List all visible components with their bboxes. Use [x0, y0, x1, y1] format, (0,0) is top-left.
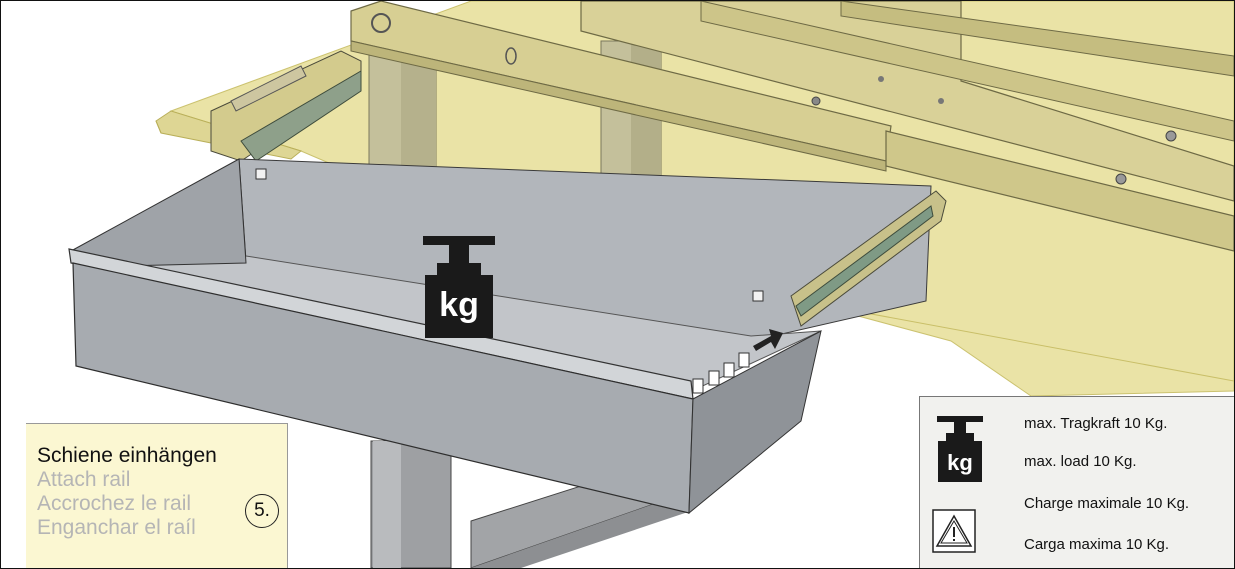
left-slide-rail: [210, 50, 362, 162]
spec-line-de: max. Tragkraft 10 Kg.: [1024, 415, 1168, 432]
small-weight-kg-icon: kg: [937, 416, 983, 482]
load-spec-panel: kg max. Tragkraft 10 Kg. max. load 10 Kg…: [919, 396, 1234, 568]
direction-arrow: [753, 329, 783, 351]
weight-kg-label: kg: [439, 286, 479, 324]
instruction-line-de: Schiene einhängen: [37, 444, 217, 467]
instruction-line-es: Enganchar el raíl: [37, 516, 196, 539]
spec-line-en: max. load 10 Kg.: [1024, 453, 1137, 470]
warning-triangle-icon: [932, 509, 976, 553]
weight-kg-icon: kg: [423, 236, 495, 338]
instruction-line-fr: Accrochez le rail: [37, 492, 192, 515]
frame-rails: [350, 1, 1234, 252]
spec-line-fr: Charge maximale 10 Kg.: [1024, 495, 1190, 512]
right-slide-rail: [790, 190, 947, 327]
step-number-badge: 5.: [245, 494, 279, 528]
instruction-panel: Schiene einhängen Attach rail Accrochez …: [26, 423, 288, 568]
small-weight-kg-label: kg: [947, 450, 973, 475]
instruction-line-en: Attach rail: [37, 468, 131, 491]
spec-line-es: Carga maxima 10 Kg.: [1024, 536, 1170, 553]
